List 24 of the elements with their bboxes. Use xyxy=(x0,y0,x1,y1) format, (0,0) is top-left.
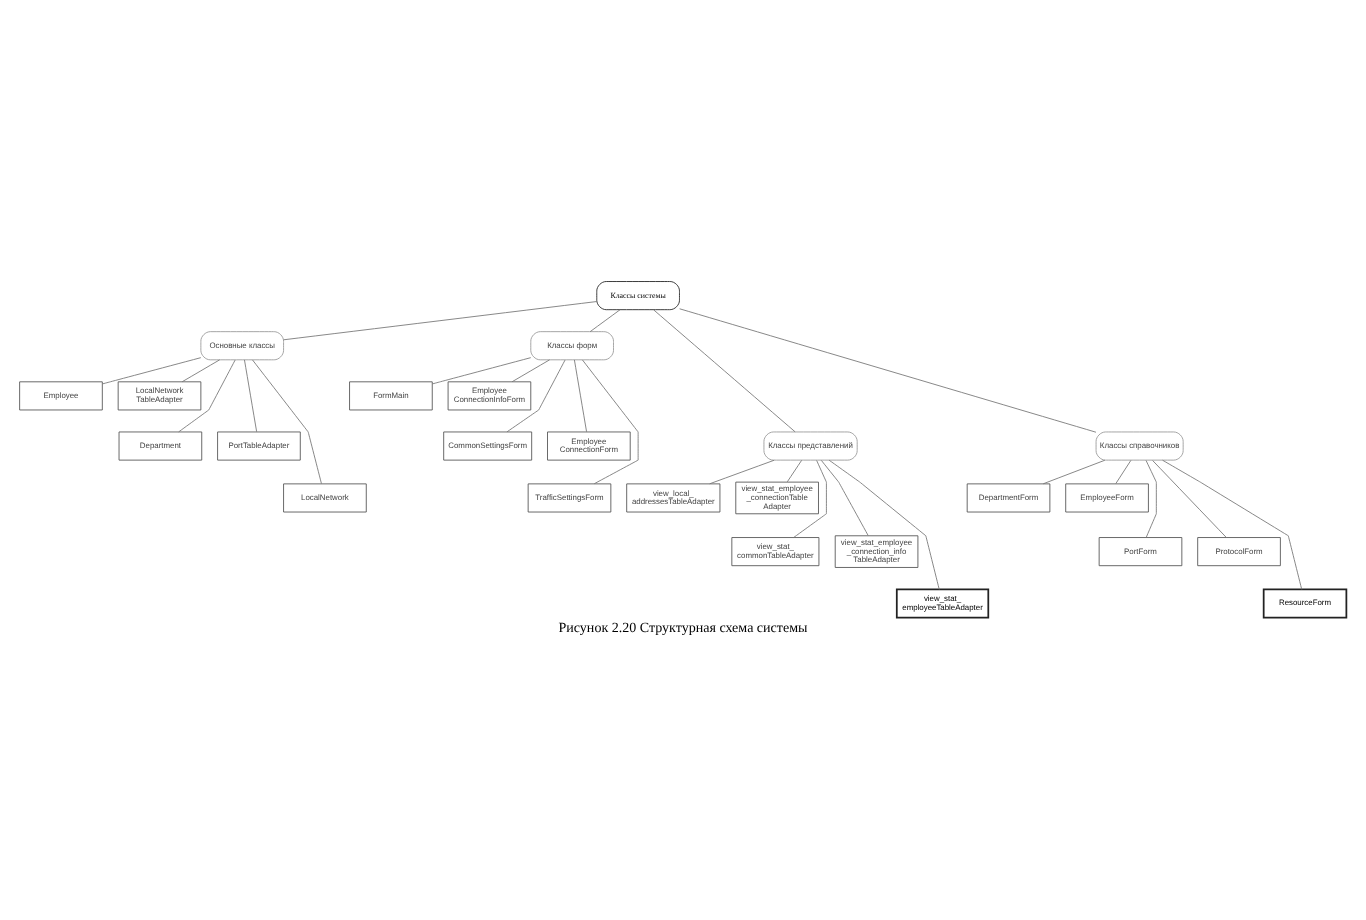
connector xyxy=(506,358,566,432)
connector xyxy=(244,358,258,432)
connector xyxy=(252,358,322,483)
connector xyxy=(582,358,639,484)
connector xyxy=(101,356,202,384)
connector xyxy=(1042,458,1106,484)
connector xyxy=(1162,458,1303,589)
connector xyxy=(1152,459,1227,537)
connector xyxy=(820,459,869,535)
connector xyxy=(793,459,827,537)
connector xyxy=(181,358,221,382)
connector xyxy=(679,307,1097,432)
connector xyxy=(573,358,588,432)
connector xyxy=(589,308,621,332)
connector xyxy=(1115,458,1132,484)
connector xyxy=(828,458,940,589)
connector xyxy=(283,300,597,340)
connector xyxy=(431,356,532,384)
connector xyxy=(178,358,236,432)
connector xyxy=(653,308,796,432)
connector xyxy=(786,458,803,482)
connector xyxy=(1145,459,1157,537)
connector xyxy=(511,358,550,382)
connector xyxy=(709,458,775,484)
